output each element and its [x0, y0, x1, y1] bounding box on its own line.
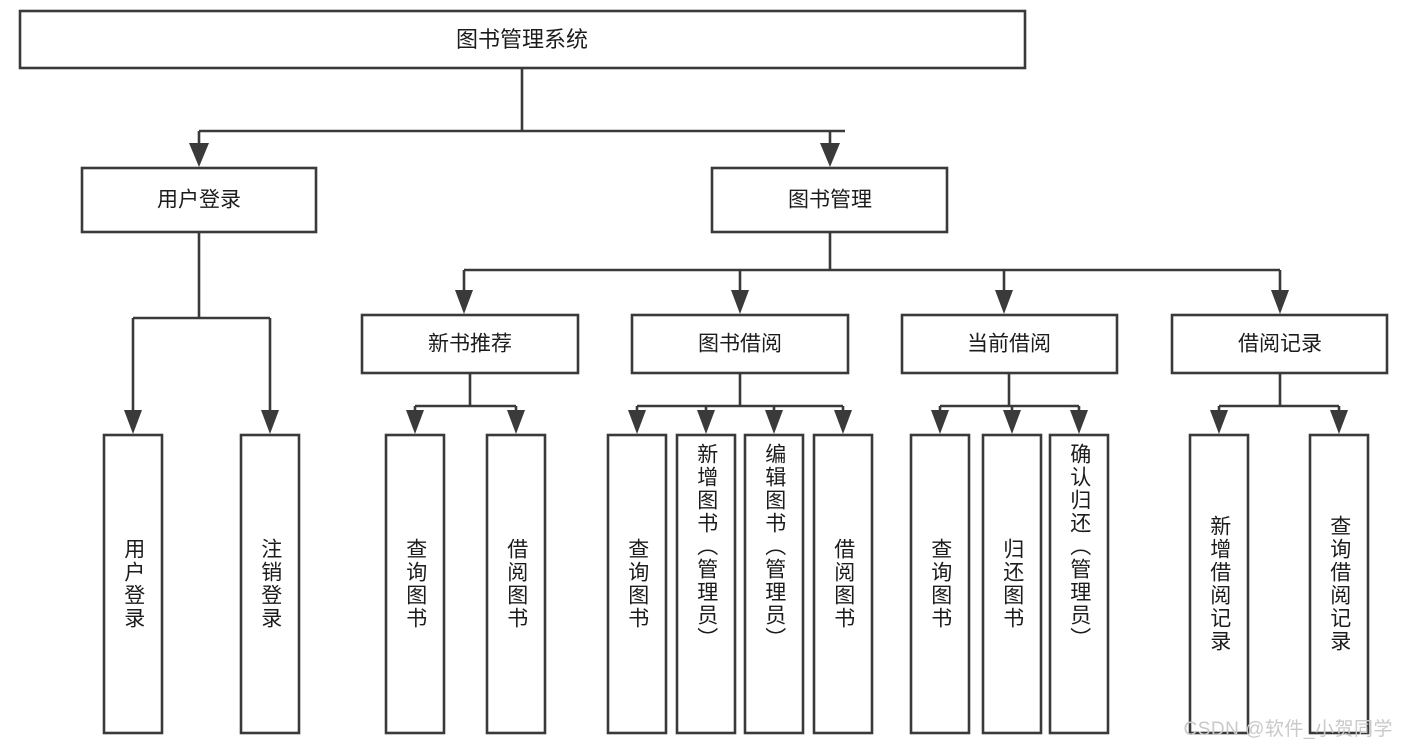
node-new-book-recommend-label: 新书推荐 — [428, 333, 512, 356]
leaf-box-bb-add-book-admin[interactable] — [675, 433, 737, 735]
leaf-box-br-query-record[interactable] — [1308, 433, 1370, 735]
leaf-box-bb-borrow-book[interactable] — [812, 433, 874, 735]
arrowhead-leaf-user-login — [124, 410, 142, 434]
node-user-login-label: 用户登录 — [157, 189, 241, 212]
arrowhead-book-manage — [820, 143, 840, 167]
leaf-node-layer — [102, 433, 1370, 735]
node-book-manage-label: 图书管理 — [788, 189, 872, 212]
arrowhead-br-leaf-2 — [1330, 410, 1348, 434]
arrowhead-leaf-logout — [261, 410, 279, 434]
arrowhead-nb-leaf-1 — [406, 410, 424, 434]
node-current-borrow[interactable]: 当前借阅 — [900, 313, 1119, 375]
node-current-borrow-label: 当前借阅 — [967, 333, 1051, 356]
leaf-box-bb-edit-book-admin[interactable] — [743, 433, 805, 735]
node-book-borrow-label: 图书借阅 — [698, 333, 782, 356]
arrowhead-bb-leaf-2 — [697, 410, 715, 434]
leaf-box-nb-borrow-book[interactable] — [485, 433, 547, 735]
arrowhead-cb-leaf-3 — [1070, 410, 1088, 434]
arrowhead-bb-leaf-3 — [765, 410, 783, 434]
leaf-box-cb-confirm-return-admin[interactable] — [1048, 433, 1110, 735]
connector-layer — [124, 68, 1348, 434]
node-book-manage-box[interactable] — [710, 166, 949, 234]
node-new-book-recommend-box[interactable] — [360, 313, 580, 375]
arrowhead-borrow-record — [1271, 290, 1289, 314]
arrowhead-book-borrow — [731, 290, 749, 314]
node-borrow-record-label: 借阅记录 — [1238, 333, 1322, 356]
arrowhead-nb-leaf-2 — [507, 410, 525, 434]
node-root[interactable]: 图书管理系统 — [18, 9, 1027, 70]
node-borrow-record-box[interactable] — [1170, 313, 1389, 375]
node-root-box[interactable] — [18, 9, 1027, 70]
leaf-box-user-login[interactable] — [102, 433, 164, 735]
node-root-label: 图书管理系统 — [456, 27, 588, 52]
node-user-login-box[interactable] — [80, 166, 318, 234]
arrowhead-user-login — [189, 143, 209, 167]
leaf-box-cb-return-book[interactable] — [981, 433, 1043, 735]
node-borrow-record[interactable]: 借阅记录 — [1170, 313, 1389, 375]
leaf-box-nb-query-book[interactable] — [384, 433, 446, 735]
arrowhead-br-leaf-1 — [1210, 410, 1228, 434]
arrowhead-bb-leaf-4 — [834, 410, 852, 434]
node-book-borrow[interactable]: 图书借阅 — [630, 313, 850, 375]
arrowhead-bb-leaf-1 — [628, 410, 646, 434]
node-new-book-recommend[interactable]: 新书推荐 — [360, 313, 580, 375]
leaf-box-bb-query-book[interactable] — [606, 433, 668, 735]
arrowhead-cb-leaf-1 — [931, 410, 949, 434]
node-book-borrow-box[interactable] — [630, 313, 850, 375]
leaf-box-br-add-record[interactable] — [1188, 433, 1250, 735]
arrowhead-new-book — [455, 290, 473, 314]
leaf-box-logout-login[interactable] — [239, 433, 301, 735]
arrowhead-current-borrow — [995, 290, 1013, 314]
node-current-borrow-box[interactable] — [900, 313, 1119, 375]
leaf-box-cb-query-book[interactable] — [909, 433, 971, 735]
arrowhead-cb-leaf-2 — [1003, 410, 1021, 434]
node-book-manage[interactable]: 图书管理 — [710, 166, 949, 234]
node-user-login[interactable]: 用户登录 — [80, 166, 318, 234]
node-layer: 图书管理系统 用户登录 图书管理 新书推荐 图书借阅 当前 — [18, 9, 1389, 735]
